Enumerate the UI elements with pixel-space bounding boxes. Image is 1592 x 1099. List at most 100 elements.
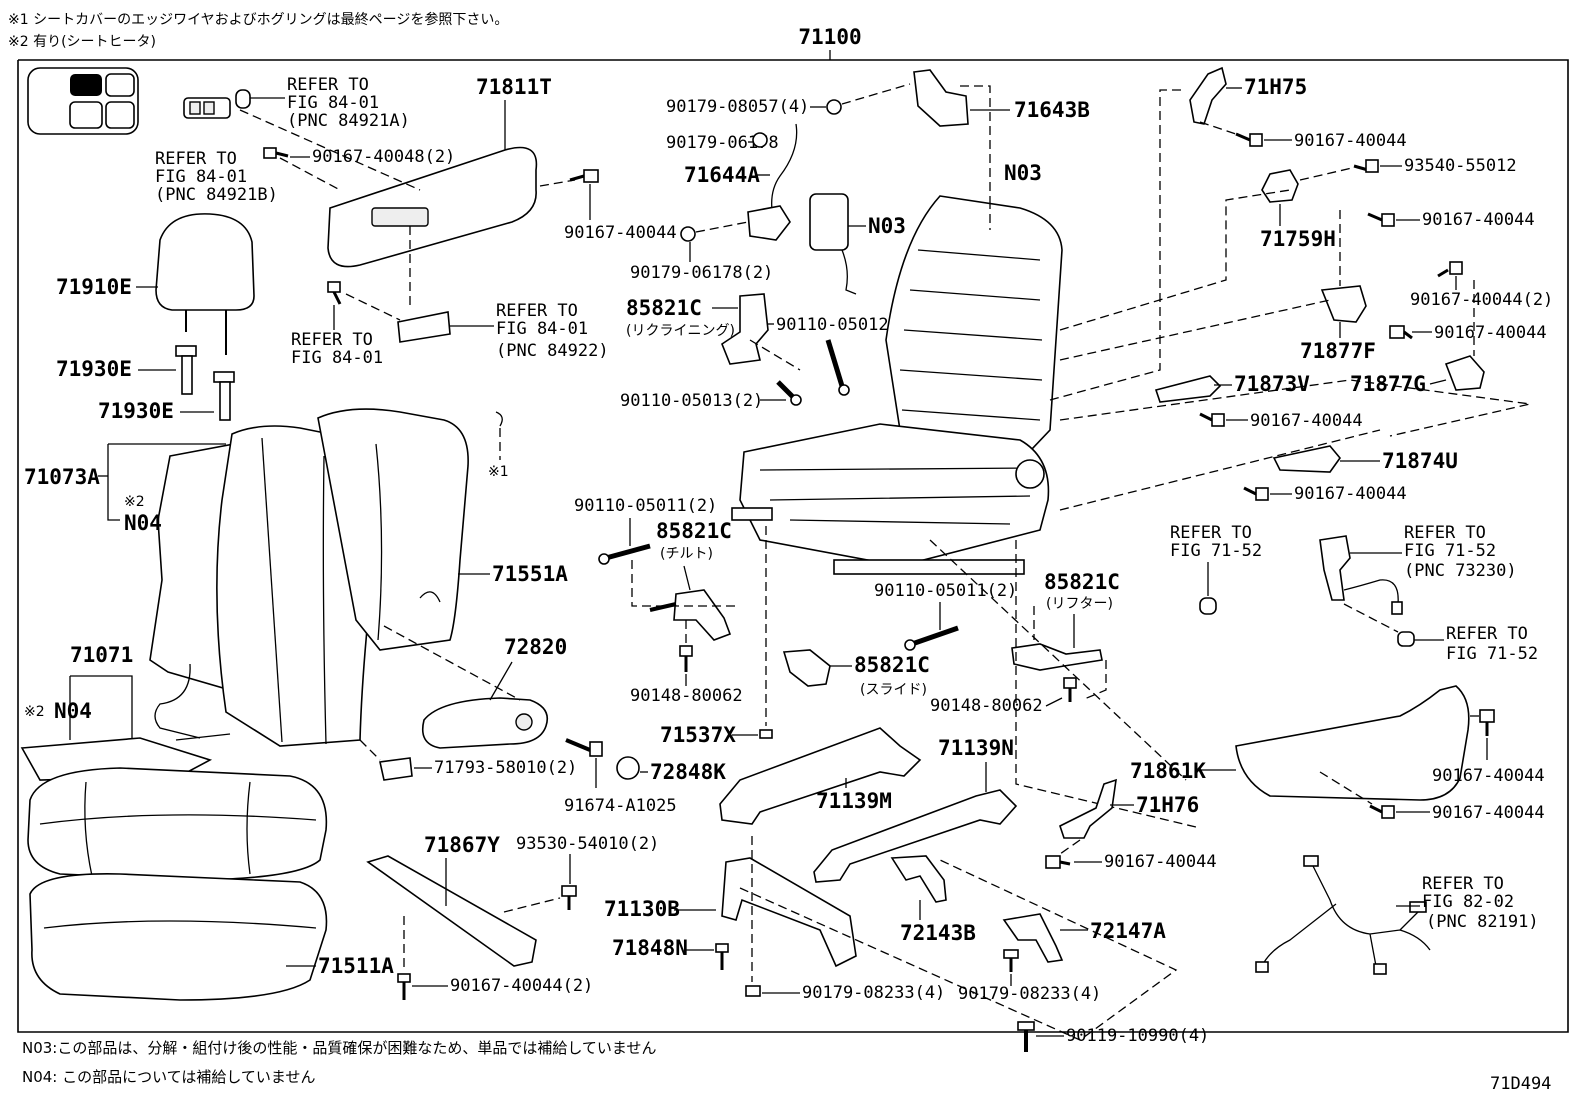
tilt-motor bbox=[673, 589, 732, 641]
refer-label: FIG 84-01 bbox=[496, 319, 588, 339]
part-71874U-label: 71874U bbox=[1382, 449, 1458, 473]
grommet-icon bbox=[1199, 597, 1217, 615]
screw-icon bbox=[1063, 677, 1077, 702]
edge-wire-mark: ※1 bbox=[488, 464, 509, 480]
switch-bracket bbox=[397, 311, 451, 343]
seat-side-cover bbox=[327, 146, 538, 268]
note-seat-heater: ※2 有り(シートヒータ) bbox=[8, 34, 156, 50]
refer-label: REFER TO bbox=[1170, 523, 1252, 543]
recliner-cover-lower bbox=[1444, 355, 1485, 391]
part-72143B-label: 72143B bbox=[900, 921, 976, 945]
part-number: 90167-40044 bbox=[1432, 766, 1545, 786]
screw-icon bbox=[1389, 325, 1413, 340]
seat-rear-cover bbox=[1235, 685, 1470, 801]
refer-label: FIG 71-52 bbox=[1446, 644, 1538, 664]
part-71130B-label: 71130B bbox=[604, 897, 680, 921]
recliner-cover-inner bbox=[1261, 169, 1299, 203]
part-N03-label: N03 bbox=[1004, 161, 1042, 185]
recliner-bracket bbox=[913, 69, 969, 127]
headrest-guide bbox=[213, 371, 235, 421]
screw-icon bbox=[1479, 709, 1495, 736]
seat-back-pad bbox=[317, 408, 469, 651]
part-number: 90167-40048(2) bbox=[312, 147, 455, 167]
part-71877G-label: 71877G bbox=[1350, 372, 1426, 396]
screw-icon bbox=[679, 645, 693, 672]
bolt-icon bbox=[598, 543, 651, 565]
part-71930E-label: 71930E bbox=[98, 399, 174, 423]
lifter-motor bbox=[1011, 643, 1103, 671]
part-number: 90167-40044 bbox=[1104, 852, 1217, 872]
part-number: 93530-54010(2) bbox=[516, 834, 659, 854]
part-number: 90148-80062 bbox=[930, 696, 1043, 716]
part-71811T-label: 71811T bbox=[476, 75, 552, 99]
control-module bbox=[809, 193, 849, 251]
nut-icon bbox=[826, 99, 842, 115]
part-number: 90167-40044 bbox=[1294, 484, 1407, 504]
part-71877F-label: 71877F bbox=[1300, 339, 1376, 363]
refer-label: FIG 71-52 bbox=[1170, 541, 1262, 561]
lever-cap bbox=[616, 756, 640, 780]
seat-position-icon bbox=[27, 67, 139, 135]
part-85821C-label: 85821C bbox=[656, 519, 732, 543]
refer-label: REFER TO bbox=[496, 301, 578, 321]
part-71073A-label: 71073A bbox=[24, 465, 100, 489]
part-71537X-label: 71537X bbox=[660, 723, 736, 747]
part-number: 90179-06178(2) bbox=[630, 263, 773, 283]
part-number: 90110-05012 bbox=[776, 315, 889, 335]
nut-icon bbox=[680, 226, 696, 242]
part-number: 90110-05011(2) bbox=[874, 581, 1017, 601]
refer-label: REFER TO bbox=[155, 149, 237, 169]
seat-cushion-pad bbox=[29, 873, 328, 1001]
part-number: 93540-55012 bbox=[1404, 156, 1517, 176]
nut-icon bbox=[752, 132, 768, 148]
seat-wire-harness bbox=[1261, 859, 1431, 967]
screw-icon bbox=[1235, 132, 1263, 147]
heater-mark: ※2 bbox=[24, 704, 45, 720]
part-number: 90110-05011(2) bbox=[574, 496, 717, 516]
bolt-icon bbox=[569, 169, 599, 183]
assembly-number: 71100 bbox=[798, 25, 861, 49]
part-number: 90148-80062 bbox=[630, 686, 743, 706]
rail-cover-front bbox=[890, 855, 947, 903]
diagram-frame bbox=[17, 59, 1569, 1033]
part-72848K-label: 72848K bbox=[650, 760, 726, 784]
part-71848N-label: 71848N bbox=[612, 936, 688, 960]
rail-bracket bbox=[721, 857, 857, 968]
seat-rail-right bbox=[813, 789, 1018, 883]
part-number: 90167-40044 bbox=[1250, 411, 1363, 431]
footnote-n03: N03:この部品は、分解・組付け後の性能・品質確保が困難なため、単品では補給して… bbox=[22, 1039, 656, 1057]
part-71867Y-label: 71867Y bbox=[424, 833, 500, 857]
refer-label: FIG 84-01 bbox=[287, 93, 379, 113]
refer-label: REFER TO bbox=[1422, 874, 1504, 894]
part-71139N-label: 71139N bbox=[938, 736, 1014, 760]
recliner-cover-outer bbox=[1320, 285, 1367, 323]
refer-label: FIG 84-01 bbox=[155, 167, 247, 187]
refer-label: REFER TO bbox=[287, 75, 369, 95]
part-71861K-label: 71861K bbox=[1130, 759, 1206, 783]
refer-label: REFER TO bbox=[1446, 624, 1528, 644]
part-number: 90167-40044 bbox=[1294, 131, 1407, 151]
part-N03-label: N03 bbox=[868, 214, 906, 238]
bolt-icon bbox=[1003, 949, 1019, 972]
seat-belt-buckle bbox=[1319, 535, 1351, 601]
tilt-sublabel: (チルト) bbox=[660, 546, 713, 562]
recliner-shield bbox=[1154, 375, 1222, 403]
bolt-icon bbox=[776, 380, 802, 406]
note-edge-wire: ※1 シートカバーのエッジワイヤおよびホグリングは最終ページを参照下さい。 bbox=[8, 11, 508, 28]
part-number: 71793-58010(2) bbox=[434, 758, 577, 778]
refer-label: (PNC 73230) bbox=[1404, 561, 1517, 581]
part-85821C-label: 85821C bbox=[854, 653, 930, 677]
footnote-n04: N04: この部品については補給していません bbox=[22, 1068, 315, 1086]
screw-icon bbox=[1243, 486, 1269, 501]
stopper-icon bbox=[759, 729, 773, 739]
seat-lower-cover bbox=[366, 855, 537, 967]
screw-icon bbox=[397, 973, 411, 1000]
switch-knob bbox=[183, 89, 251, 119]
bolt-icon bbox=[904, 625, 959, 651]
part-71644A-label: 71644A bbox=[684, 163, 760, 187]
bolt-icon bbox=[825, 339, 850, 396]
bolt-icon bbox=[263, 147, 289, 159]
bolt-icon bbox=[1017, 1021, 1035, 1052]
part-71873V-label: 71873V bbox=[1234, 372, 1310, 396]
